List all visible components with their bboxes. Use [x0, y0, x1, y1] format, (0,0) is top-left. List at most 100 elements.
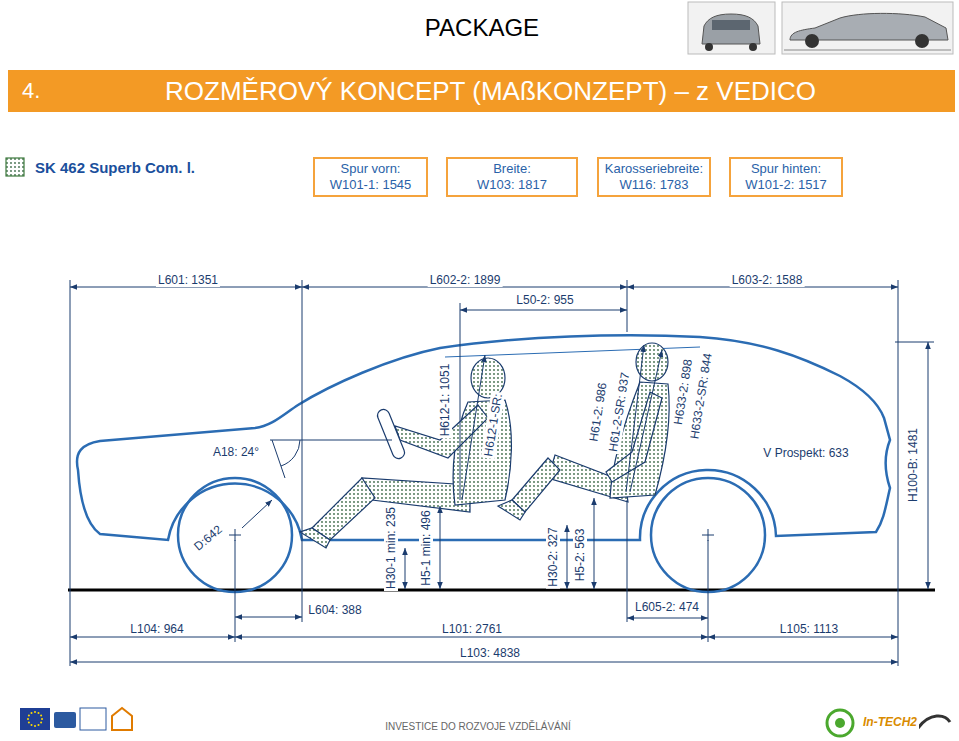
star — [31, 712, 33, 714]
dimension-lines — [70, 280, 934, 666]
footer-logos — [20, 708, 950, 736]
legend-entry: SK 462 Superb Com. l. — [5, 157, 195, 177]
esf-logo — [54, 712, 76, 728]
dimension-line — [235, 637, 708, 638]
dimension-line — [460, 303, 461, 500]
logo-text: In-TECH2 — [861, 715, 919, 729]
dimension-label: L50-2: 955 — [514, 293, 575, 307]
dimension-label: L105: 1113 — [778, 622, 840, 636]
shin — [312, 478, 375, 540]
star — [28, 722, 30, 724]
page-title: PACKAGE — [425, 14, 539, 42]
eu-flag — [20, 708, 50, 730]
centre-mark — [235, 529, 236, 541]
rear-occupant — [498, 343, 669, 520]
dimension-label: V Prospekt: 633 — [761, 446, 850, 460]
dimension-label: L605-2: 474 — [633, 600, 701, 614]
dimension-line — [627, 618, 708, 619]
dimension-line — [440, 506, 441, 589]
thumbnail-frame — [782, 2, 953, 54]
thumbnail-front — [688, 2, 775, 54]
angle-line — [270, 440, 392, 441]
angle-arc — [281, 440, 300, 466]
dimension-line — [405, 548, 406, 589]
dimension-label: H61-2: 986 — [586, 380, 610, 445]
dimension-strip — [784, 50, 951, 51]
extension-line — [898, 280, 899, 666]
dimension-line — [928, 342, 929, 589]
tyre — [705, 43, 713, 51]
box-heading: Breite: — [493, 161, 531, 177]
steering-wheel — [376, 408, 407, 461]
dimension-box: Karosseriebreite:W116: 1783 — [597, 157, 711, 197]
dimension-label: H100-B: 1481 — [906, 426, 920, 504]
extension-line — [235, 540, 236, 642]
dimension-label: H30-2: 327 — [546, 525, 560, 588]
centre-mark — [708, 529, 709, 541]
dimension-label: H5-1 min: 496 — [419, 508, 433, 587]
dimension-label: L602-2: 1899 — [428, 273, 503, 287]
extension-line — [70, 280, 71, 666]
extension-line — [708, 540, 709, 642]
dimension-label: H30-1 min: 235 — [384, 505, 398, 591]
dimension-label: L603-2: 1588 — [730, 273, 805, 287]
extension-line — [302, 280, 303, 622]
tyre — [749, 43, 757, 51]
legend-text: SK 462 Superb Com. l. — [35, 159, 195, 176]
dimension-line — [630, 350, 662, 492]
dimension-line — [70, 662, 898, 663]
heading-band: 4. ROZMĚROVÝ KONCEPT (MAßKONZEPT) – z VED… — [8, 70, 955, 112]
extension-line — [627, 280, 628, 332]
dimension-line — [708, 637, 898, 638]
box-heading: Spur hinten: — [751, 161, 821, 177]
wheel — [805, 34, 819, 48]
dimension-label: L601: 1351 — [156, 273, 220, 287]
box-heading: Karosseriebreite: — [605, 161, 703, 177]
ground-line — [68, 589, 935, 592]
eu-stars — [27, 711, 43, 727]
star — [34, 711, 36, 713]
foot — [498, 500, 525, 520]
box-value: W101-1: 1545 — [330, 177, 412, 193]
car-body-outline — [77, 335, 890, 540]
dimension-line — [567, 525, 568, 589]
dimension-line — [70, 637, 235, 638]
star — [41, 718, 43, 720]
dimension-label: L103: 4838 — [458, 646, 522, 660]
section-heading: ROZMĚROVÝ KONCEPT (MAßKONZEPT) – z VEDIC… — [165, 76, 816, 107]
star — [34, 725, 36, 727]
star — [28, 715, 30, 717]
dimension-label: L104: 964 — [128, 622, 185, 636]
dimension-label: A18: 24° — [211, 445, 261, 459]
thumbnail-side — [782, 2, 953, 54]
dimension-line — [235, 617, 302, 618]
box-value: W103: 1817 — [477, 177, 547, 193]
star — [40, 715, 42, 717]
dimension-label: H5-2: 563 — [573, 527, 587, 584]
star — [40, 722, 42, 724]
dimension-box: Spur vorn:W101-1: 1545 — [313, 157, 428, 197]
section-number: 4. — [22, 78, 40, 104]
house-logo — [112, 708, 132, 730]
diameter-line — [242, 500, 272, 528]
dimension-label: H612-1: 1051 — [438, 362, 452, 439]
wheel — [915, 34, 929, 48]
dimension-line — [594, 498, 595, 589]
shin — [512, 458, 560, 512]
foot — [300, 528, 330, 548]
skoda-logo-core — [835, 718, 845, 728]
dimension-label: D:642 — [190, 521, 227, 555]
dimension-label: L604: 388 — [306, 603, 363, 617]
skoda-logo — [827, 710, 853, 736]
dimension-line — [462, 355, 485, 500]
legend-sample — [6, 158, 24, 176]
thumbnail-frame — [688, 2, 775, 54]
legend-swatch — [5, 157, 25, 177]
footer-text: INVESTICE DO ROZVOJE VZDĚLÁVÁNÍ — [383, 720, 573, 734]
intech-swoosh — [918, 716, 950, 728]
star — [27, 718, 29, 720]
msmt-logo — [80, 708, 106, 730]
box-value: W116: 1783 — [619, 177, 688, 193]
dimension-box: Spur hinten:W101-2: 1517 — [729, 157, 843, 197]
star — [31, 724, 33, 726]
